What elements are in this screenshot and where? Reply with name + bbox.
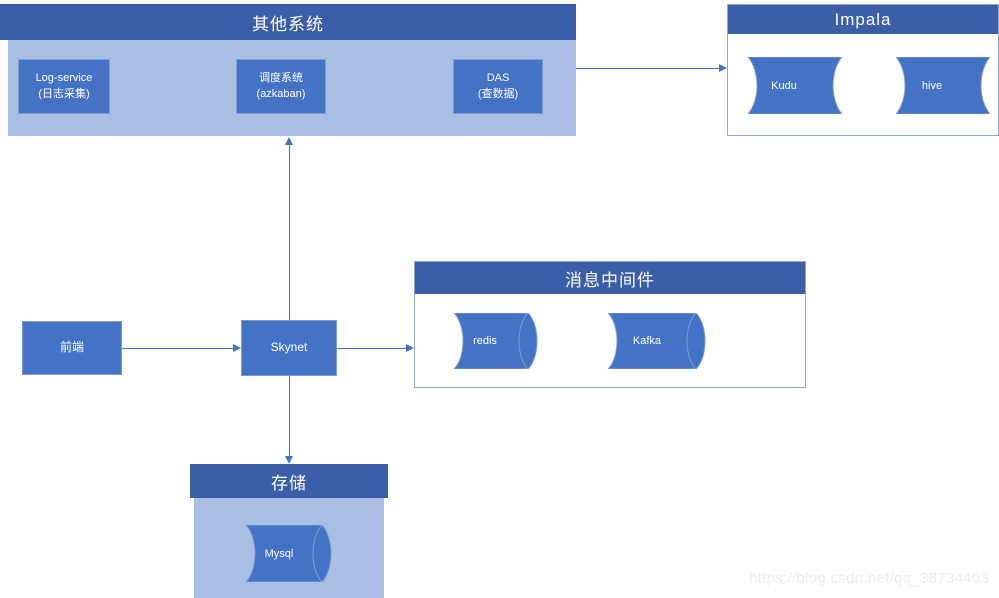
connector-skynet-to-storage (289, 376, 290, 456)
connector-skynet-to-storage-arrowhead (284, 456, 293, 464)
connector-skynet-to-other-systems (289, 145, 290, 320)
node-skynet[interactable]: Skynet (241, 320, 337, 376)
storage-panel-title: 存储 (190, 464, 388, 498)
cylinder-kudu[interactable]: Kudu (738, 57, 842, 114)
connector-skynet-to-message-middleware-arrowhead (406, 343, 414, 352)
connector-frontend-to-skynet-arrowhead (233, 343, 241, 352)
cylinder-redis[interactable]: redis (444, 313, 538, 369)
connector-other-systems-to-impala-arrowhead (719, 63, 727, 72)
node-scheduler-line1: 调度系统 (259, 71, 303, 84)
node-frontend-label: 前端 (59, 340, 84, 355)
cylinder-kafka[interactable]: Kafka (598, 313, 708, 369)
node-frontend[interactable]: 前端 (22, 321, 122, 375)
message-middleware-title-label: 消息中间件 (565, 270, 655, 290)
cylinder-mysql[interactable]: Mysql (236, 525, 334, 582)
node-scheduler-line2: (azkaban) (256, 87, 306, 100)
node-log-service-line1: Log-service (35, 71, 93, 84)
storage-title-label: 存储 (271, 473, 307, 493)
node-das[interactable]: DAS (查数据) (453, 59, 543, 114)
cylinder-hive[interactable]: hive (886, 57, 990, 114)
impala-title-label: Impala (834, 9, 892, 29)
connector-frontend-to-skynet (122, 348, 233, 349)
message-middleware-panel-title: 消息中间件 (415, 262, 805, 294)
node-scheduler-azkaban[interactable]: 调度系统 (azkaban) (236, 59, 326, 114)
connector-other-systems-to-impala (576, 68, 719, 69)
connector-skynet-to-message-middleware (337, 348, 406, 349)
other-systems-title-label: 其他系统 (252, 14, 324, 34)
other-systems-panel-title: 其他系统 (0, 4, 576, 40)
watermark-text: https://blog.csdn.net/qq_38734403 (749, 570, 990, 587)
node-log-service-line2: (日志采集) (38, 87, 90, 100)
connector-skynet-to-other-systems-arrowhead (284, 137, 293, 145)
node-das-line2: (查数据) (477, 87, 519, 100)
impala-panel-title: Impala (728, 5, 998, 34)
node-log-service[interactable]: Log-service (日志采集) (18, 59, 110, 114)
node-das-line1: DAS (486, 71, 510, 84)
node-skynet-label: Skynet (270, 340, 308, 355)
